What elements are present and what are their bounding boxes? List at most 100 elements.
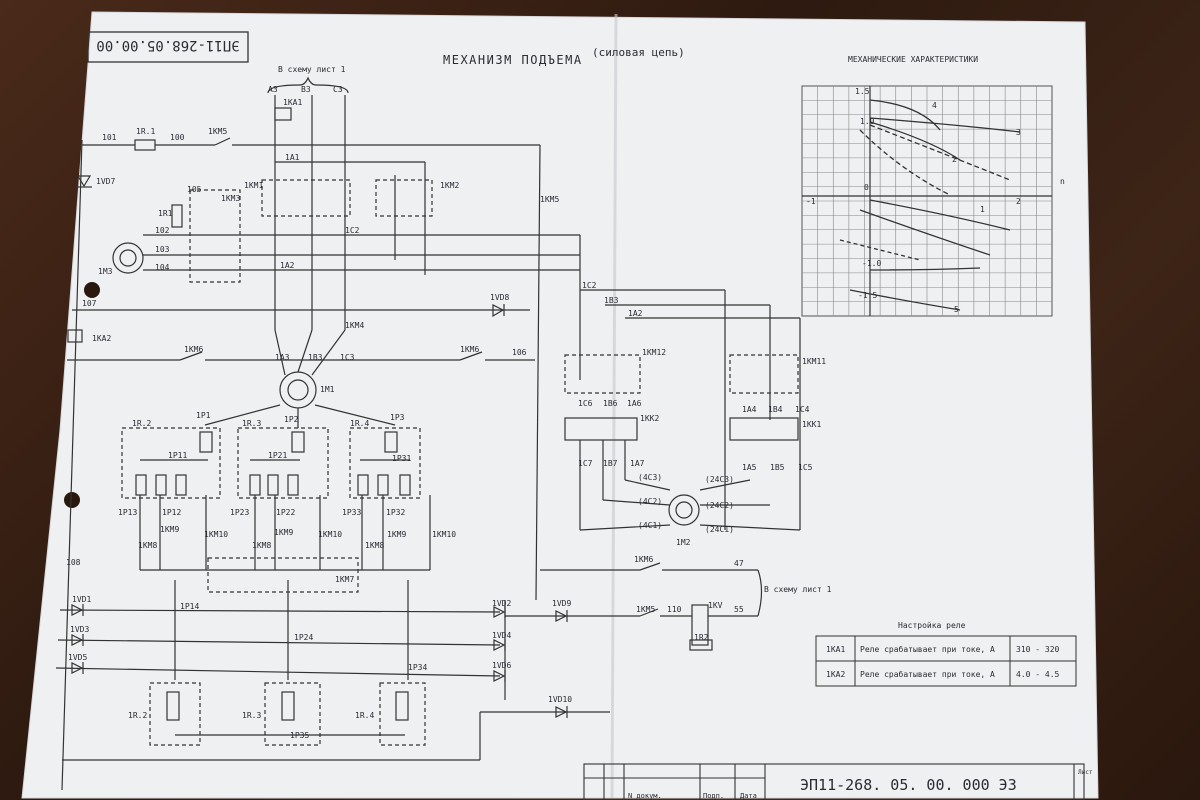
node-label: 1A3 <box>275 353 290 362</box>
resistor-group-label: 1R.4 <box>350 419 369 428</box>
node-label: 1A2 <box>628 309 643 318</box>
control-label: 1KV <box>708 601 723 610</box>
node-label: 1KM5 <box>540 195 559 204</box>
power-labels: В схему лист 1 A3 B3 C3 101 100 1R.1 1KM… <box>66 65 572 740</box>
axis-label: -1 <box>806 197 816 206</box>
supply-ref: В схему лист 1 <box>278 65 346 74</box>
contactor-label: 1KM10 <box>204 530 228 539</box>
table-title: Настройка реле <box>898 621 966 630</box>
resistor-node: 1P2 <box>284 415 299 424</box>
curve-label: 4 <box>932 101 937 110</box>
node-label: 1C7 <box>578 459 593 468</box>
resistor-group: 1P21 <box>268 451 287 460</box>
resistor-node: 1P1 <box>196 411 211 420</box>
document-code: ЭП11-268. 05. 00. 000 ЭЗ <box>800 776 1017 794</box>
terminal-label: (24C3) <box>705 475 734 484</box>
node-label: 103 <box>155 245 170 254</box>
node-label: 1A4 <box>742 405 757 414</box>
node-label: 1M3 <box>98 267 113 276</box>
node-label: 1C3 <box>340 353 355 362</box>
node-label: 1KM5 <box>208 127 227 136</box>
node-label: 1KM11 <box>802 357 826 366</box>
node-label: 101 <box>102 133 117 142</box>
terminal-label: (24C1) <box>705 525 734 534</box>
phase-label: B3 <box>301 85 311 94</box>
node-label: 1P14 <box>180 602 199 611</box>
node-label: 102 <box>155 226 170 235</box>
contactor-label: 1KM9 <box>160 525 179 534</box>
resistor-tap: 1P32 <box>386 508 405 517</box>
axis-label: 2 <box>1016 197 1021 206</box>
node-label: 104 <box>155 263 170 272</box>
node-label: 1A1 <box>285 153 300 162</box>
node-label: 1KK2 <box>640 414 659 423</box>
control-label: 1KM6 <box>634 555 653 564</box>
page-title-note: (силовая цепь) <box>592 46 685 59</box>
node-label: 1KK1 <box>802 420 821 429</box>
characteristic-curves <box>839 99 1021 311</box>
punch-hole <box>84 282 100 298</box>
axis-label: 0 <box>864 183 869 192</box>
curve-label: 5 <box>954 305 959 314</box>
node-label: 1B6 <box>603 399 618 408</box>
node-label: 1P24 <box>294 633 313 642</box>
node-label: 1VD6 <box>492 661 511 670</box>
control-label: 47 <box>734 559 744 568</box>
terminal-label: (4C2) <box>638 497 662 506</box>
node-label: 1C6 <box>578 399 593 408</box>
control-label: 55 <box>734 605 744 614</box>
resistor-group: 1P31 <box>392 454 411 463</box>
brake-wiring <box>564 289 801 531</box>
resistor-tap: 1P12 <box>162 508 181 517</box>
curve-label: 1 <box>980 205 985 214</box>
relay-value: 310 - 320 <box>1016 645 1060 654</box>
axis-label: n <box>1060 177 1065 186</box>
contactor-label: 1KM10 <box>318 530 342 539</box>
resistor-group-label: 1R.2 <box>132 419 151 428</box>
contactor-label: 1KM8 <box>252 541 271 550</box>
phase-label: A3 <box>268 85 278 94</box>
node-label: 1VD3 <box>70 625 89 634</box>
node-label: 1P35 <box>290 731 309 740</box>
node-label: 1P34 <box>408 663 427 672</box>
terminal-label: (4C3) <box>638 473 662 482</box>
brake-labels: 1C2 1B3 1A2 1KM12 1KM11 1C6 1B6 1A6 1KK2… <box>578 281 832 642</box>
node-label: 1KM1 <box>244 181 263 190</box>
node-label: 1VD5 <box>68 653 87 662</box>
node-label: 1VD8 <box>490 293 509 302</box>
node-label: 1KM4 <box>345 321 364 330</box>
external-ref: В схему лист 1 <box>764 585 832 594</box>
curve-label: 3 <box>1016 128 1021 137</box>
contactor-label: 1KM7 <box>335 575 354 584</box>
node-label: 1C2 <box>345 226 360 235</box>
axis-label: -1.0 <box>862 259 881 268</box>
node-label: 1A7 <box>630 459 645 468</box>
contactor-label: 1KM9 <box>387 530 406 539</box>
node-label: 1KM2 <box>440 181 459 190</box>
control-label: 1R2 <box>694 633 709 642</box>
node-label: 1KA1 <box>283 98 302 107</box>
relay-desc: Реле срабатывает при токе, А <box>860 669 995 679</box>
resistor-label: 1R.2 <box>128 711 147 720</box>
paper-fold <box>610 13 618 799</box>
terminal-label: (4C1) <box>638 521 662 530</box>
node-label: 1A5 <box>742 463 757 472</box>
axis-label: -1.5 <box>858 291 877 300</box>
node-label: 1R.1 <box>136 127 155 136</box>
title-block-header: Дата <box>740 792 757 800</box>
title-block-header: Подп. <box>703 792 724 800</box>
resistor-tap: 1P33 <box>342 508 361 517</box>
contactor-label: 1KM10 <box>432 530 456 539</box>
node-label: 1M1 <box>320 385 335 394</box>
relay-desc: Реле срабатывает при токе, А <box>860 644 995 654</box>
node-label: 1B5 <box>770 463 785 472</box>
relay-id: 1KA2 <box>826 670 845 679</box>
node-label: 1KM3 <box>221 194 240 203</box>
contactor-label: 1KM8 <box>138 541 157 550</box>
node-label: 1VD10 <box>548 695 572 704</box>
phase-label: C3 <box>333 85 343 94</box>
relay-id: 1KA1 <box>826 645 845 654</box>
axis-label: 1.0 <box>860 117 875 126</box>
resistor-group: 1P11 <box>168 451 187 460</box>
